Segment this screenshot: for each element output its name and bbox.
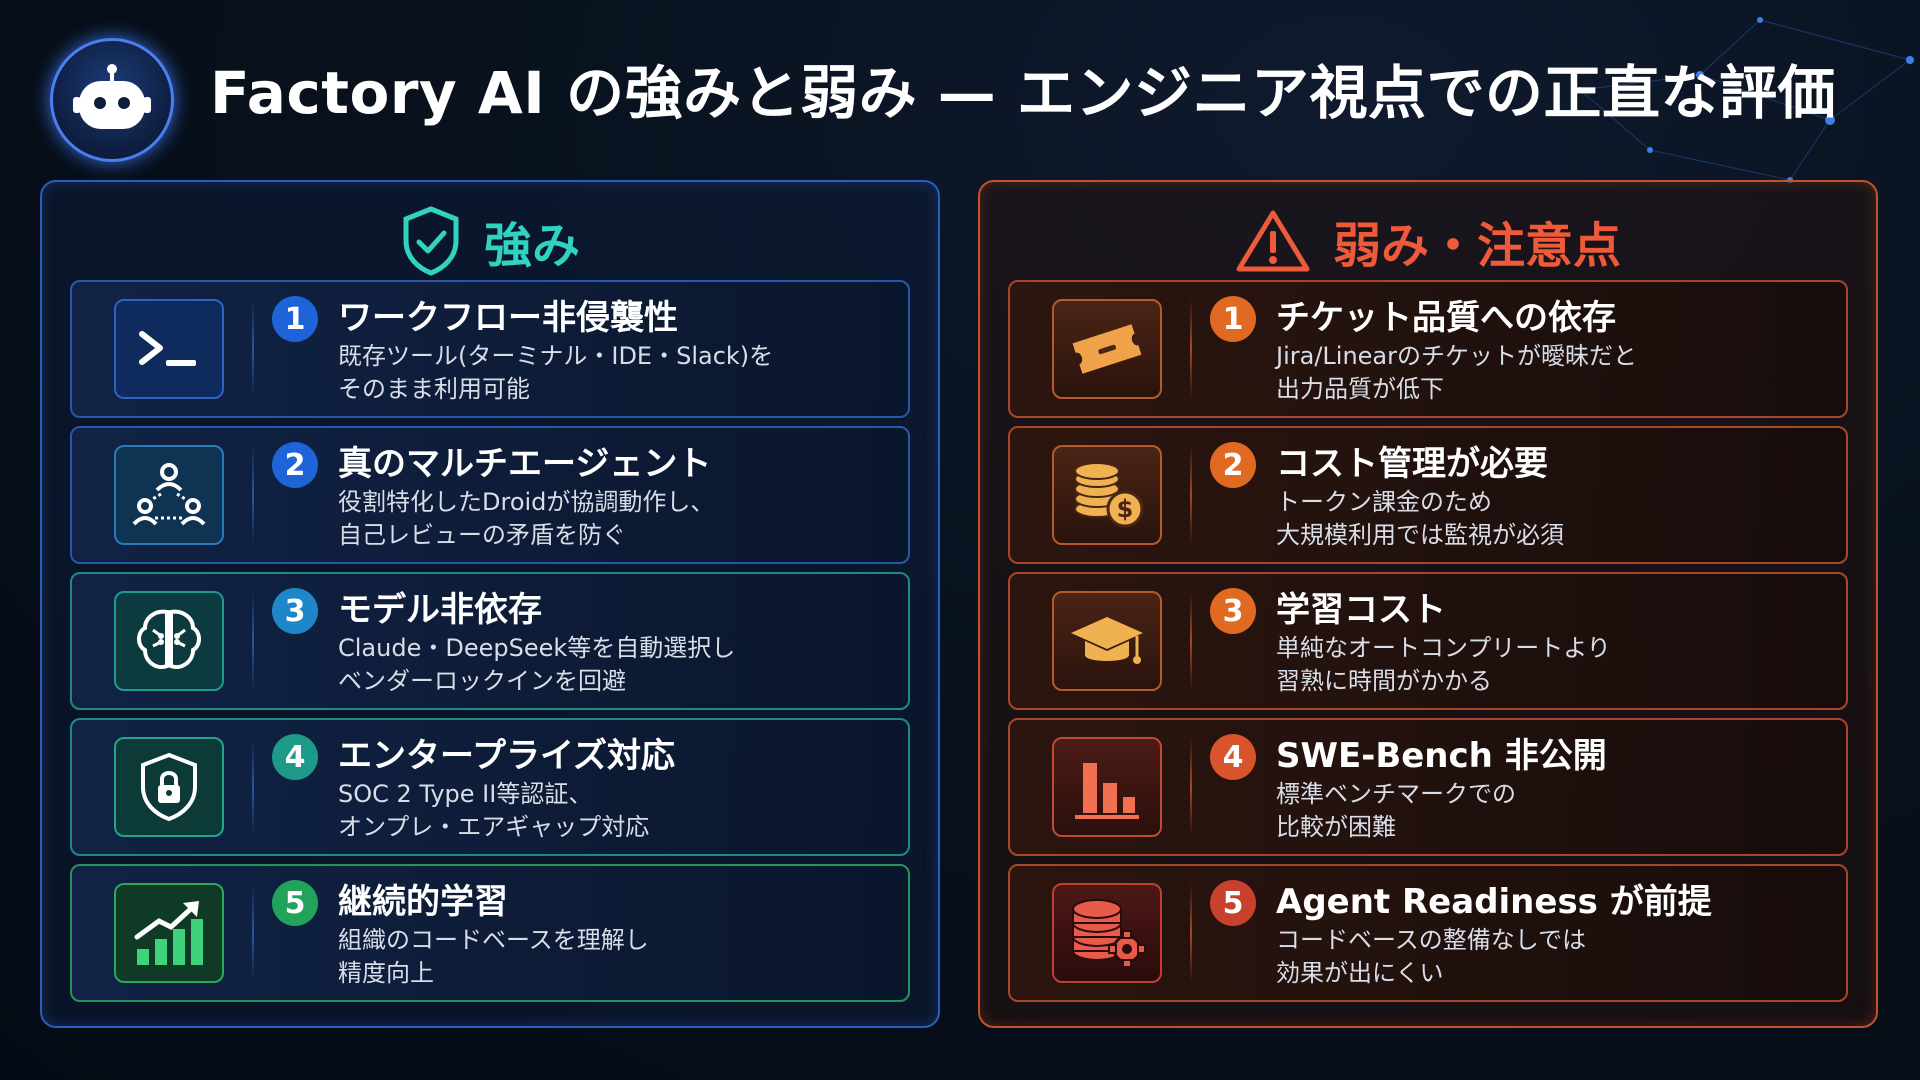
terminal-icon <box>114 299 224 399</box>
card-description: 比較が困難 <box>1276 813 1396 841</box>
strength-card-1: 1 ワークフロー非侵襲性 既存ツール(ターミナル・IDE・Slack)を そのま… <box>70 280 910 418</box>
number-badge: 5 <box>1210 880 1256 926</box>
card-description: 出力品質が低下 <box>1276 375 1444 403</box>
card-description: ベンダーロックインを回避 <box>338 667 626 695</box>
card-title: 真のマルチエージェント <box>338 444 712 484</box>
graduation-cap-icon <box>1052 591 1162 691</box>
number-badge: 4 <box>272 734 318 780</box>
number-badge: 1 <box>1210 296 1256 342</box>
weakness-card-4: 4 SWE-Bench 非公開 標準ベンチマークでの 比較が困難 <box>1008 718 1848 856</box>
number-badge: 4 <box>1210 734 1256 780</box>
card-title: モデル非依存 <box>338 590 542 630</box>
weaknesses-heading: 弱み・注意点 <box>1332 218 1621 274</box>
weakness-card-3: 3 学習コスト 単純なオートコンプリートより 習熟に時間がかかる <box>1008 572 1848 710</box>
multi-agent-icon <box>114 445 224 545</box>
card-title: ワークフロー非侵襲性 <box>338 298 678 338</box>
shield-lock-icon <box>114 737 224 837</box>
shield-check-icon <box>403 206 459 276</box>
card-description: 単純なオートコンプリートより <box>1276 634 1611 662</box>
strengths-panel: 強み 1 ワークフロー非侵襲性 既存ツール(ターミナル・IDE・Slack)を … <box>40 180 940 1028</box>
card-description: 大規模利用では監視が必須 <box>1276 521 1564 549</box>
number-badge: 2 <box>1210 442 1256 488</box>
robot-logo <box>50 38 174 162</box>
number-badge: 2 <box>272 442 318 488</box>
network-decoration <box>1577 17 1914 183</box>
database-gear-icon <box>1052 883 1162 983</box>
weaknesses-panel: 弱み・注意点 1 チケット品質への依存 Jira/Linearのチケットが曖昧だ… <box>978 180 1878 1028</box>
card-description: 標準ベンチマークでの <box>1276 780 1516 808</box>
number-badge: 3 <box>1210 588 1256 634</box>
card-title: 継続的学習 <box>338 882 508 922</box>
warning-icon <box>1236 210 1310 272</box>
ticket-icon <box>1052 299 1162 399</box>
number-badge: 5 <box>272 880 318 926</box>
card-description: トークン課金のため <box>1276 488 1492 516</box>
card-title: 学習コスト <box>1276 590 1446 630</box>
card-description: コードベースの整備なしでは <box>1276 926 1587 954</box>
card-description: 組織のコードベースを理解し <box>338 926 649 954</box>
card-description: 既存ツール(ターミナル・IDE・Slack)を <box>338 342 774 370</box>
brain-icon <box>114 591 224 691</box>
card-description: 自己レビューの矛盾を防ぐ <box>338 521 626 549</box>
card-title: エンタープライズ対応 <box>338 736 675 776</box>
weakness-card-1: 1 チケット品質への依存 Jira/Linearのチケットが曖昧だと 出力品質が… <box>1008 280 1848 418</box>
card-description: そのまま利用可能 <box>338 375 530 403</box>
strength-card-5: 5 継続的学習 組織のコードベースを理解し 精度向上 <box>70 864 910 1002</box>
strength-card-3: 3 モデル非依存 Claude・DeepSeek等を自動選択し ベンダーロックイ… <box>70 572 910 710</box>
number-badge: 1 <box>272 296 318 342</box>
strength-card-4: 4 エンタープライズ対応 SOC 2 Type II等認証、 オンプレ・エアギャ… <box>70 718 910 856</box>
growth-chart-icon <box>114 883 224 983</box>
bar-chart-icon <box>1052 737 1162 837</box>
robot-icon <box>73 64 151 129</box>
strengths-heading: 強み <box>483 218 580 274</box>
card-description: 効果が出にくい <box>1276 959 1444 987</box>
strength-card-2: 2 真のマルチエージェント 役割特化したDroidが協調動作し、 自己レビューの… <box>70 426 910 564</box>
card-title: Agent Readiness が前提 <box>1276 882 1712 922</box>
card-description: 習熟に時間がかかる <box>1276 667 1492 695</box>
card-title: SWE-Bench 非公開 <box>1276 736 1607 776</box>
coins-icon: $ <box>1052 445 1162 545</box>
svg-text:$: $ <box>1117 495 1134 523</box>
card-description: オンプレ・エアギャップ対応 <box>338 813 650 841</box>
card-description: 精度向上 <box>338 959 434 987</box>
card-title: コスト管理が必要 <box>1276 444 1548 484</box>
page-title: Factory AI の強みと弱み — エンジニア視点での正直な評価 <box>210 59 1836 127</box>
card-description: 役割特化したDroidが協調動作し、 <box>338 488 715 516</box>
number-badge: 3 <box>272 588 318 634</box>
card-description: Claude・DeepSeek等を自動選択し <box>338 634 736 662</box>
weakness-card-2: $ 2 コスト管理が必要 トークン課金のため 大規模利用では監視が必須 <box>1008 426 1848 564</box>
card-description: Jira/Linearのチケットが曖昧だと <box>1276 342 1637 370</box>
card-title: チケット品質への依存 <box>1276 298 1616 338</box>
card-description: SOC 2 Type II等認証、 <box>338 780 593 808</box>
weakness-card-5: 5 Agent Readiness が前提 コードベースの整備なしでは 効果が出… <box>1008 864 1848 1002</box>
